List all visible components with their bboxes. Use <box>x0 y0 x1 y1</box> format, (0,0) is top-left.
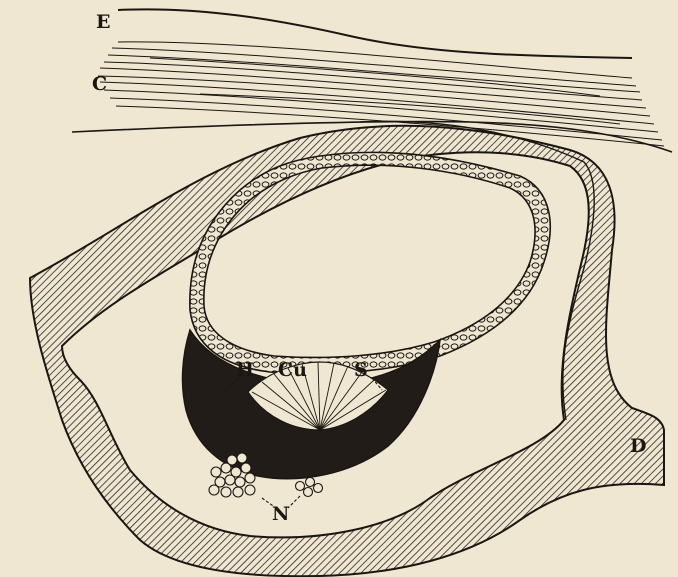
label-cu: Cu <box>278 359 307 381</box>
hatched-cartilage-wall <box>30 126 664 576</box>
label-e: E <box>96 11 110 33</box>
label-d: D <box>630 435 646 457</box>
epithelium-line <box>118 9 632 58</box>
label-s: S <box>354 359 368 381</box>
label-c: C <box>92 73 107 95</box>
label-n: N <box>272 503 289 525</box>
label-h: H <box>236 359 254 381</box>
